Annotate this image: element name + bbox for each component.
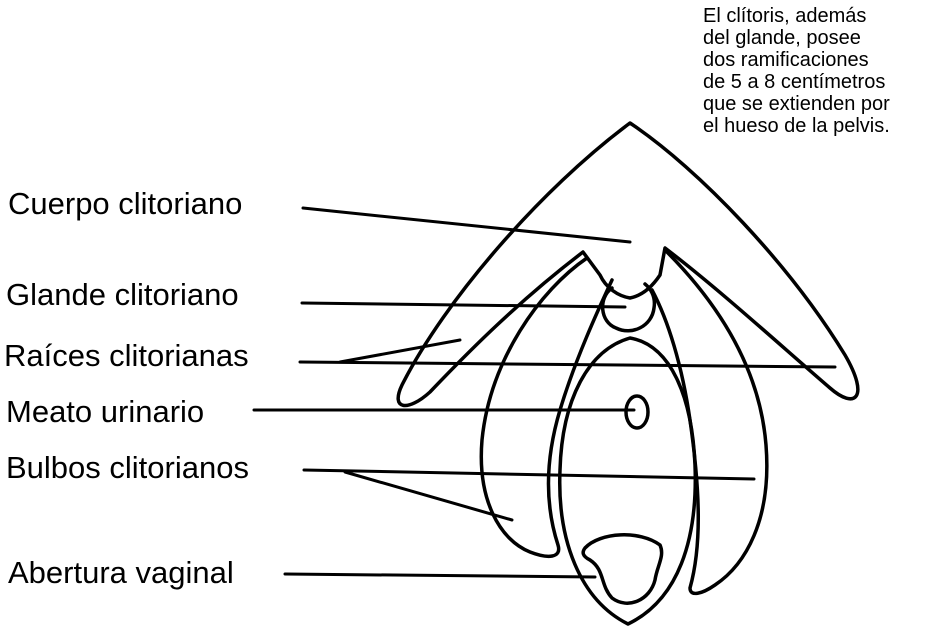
left-bulb-outline — [479, 256, 614, 559]
right-bulb-outline — [650, 248, 769, 596]
leader-raices-right — [298, 360, 837, 369]
urinary-meatus-outline — [624, 394, 650, 430]
note-line: El clítoris, además — [703, 5, 867, 27]
explanatory-note: El clítoris, además del glande, posee do… — [703, 5, 939, 137]
note-line: el hueso de la pelvis. — [703, 115, 890, 137]
vaginal-opening-outline — [581, 533, 664, 605]
leader-glande — [300, 301, 627, 309]
label-raices-clitorianas: Raíces clitorianas — [4, 338, 249, 373]
leader-cuerpo — [301, 206, 632, 244]
label-glande-clitoriano: Glande clitoriano — [6, 277, 239, 312]
label-cuerpo-clitoriano: Cuerpo clitoriano — [8, 186, 243, 221]
note-line: que se extienden por — [703, 93, 890, 115]
leader-bulbos-right — [302, 468, 756, 481]
label-meato-urinario: Meato urinario — [6, 394, 205, 429]
clitoral-body-roots-outline — [396, 121, 860, 408]
leader-raices-left — [338, 338, 462, 364]
note-line: del glande, posee — [703, 27, 861, 49]
leader-bulbos-left — [343, 470, 514, 522]
note-line: de 5 a 8 centímetros — [703, 71, 886, 93]
leader-abertura — [283, 572, 597, 579]
note-line: dos ramificaciones — [703, 49, 869, 71]
vestibule-outline — [558, 336, 698, 626]
label-bulbos-clitorianos: Bulbos clitorianos — [6, 450, 249, 485]
label-abertura-vaginal: Abertura vaginal — [8, 555, 234, 590]
